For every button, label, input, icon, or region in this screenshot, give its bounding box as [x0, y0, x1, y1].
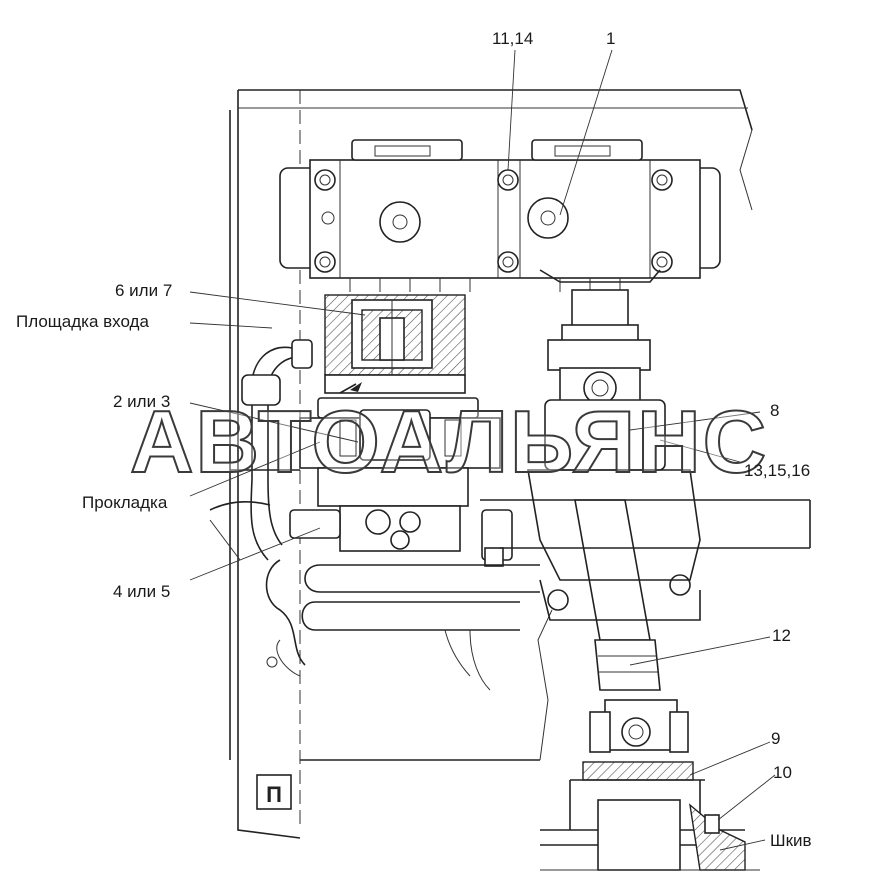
callout-2-3: 2 или 3: [113, 392, 171, 411]
drive-shaft: [527, 289, 701, 691]
callout-4-5: 4 или 5: [113, 582, 171, 601]
callout-6-7: 6 или 7: [115, 281, 173, 300]
valve-block: [289, 397, 513, 567]
lower-cardan: [540, 699, 760, 871]
leader-lines: [189, 49, 776, 851]
callout-12: 12: [772, 626, 791, 645]
callout-8: 8: [770, 401, 780, 420]
horizontal-beam: [480, 499, 811, 549]
coupling-section: [324, 294, 466, 394]
callout-10: 10: [773, 763, 792, 782]
callout-11-14: 11,14: [492, 29, 534, 48]
watermark-text: АВТОАЛЬЯНС: [129, 392, 769, 491]
stamp-letter: П: [266, 782, 282, 807]
callout-platform: Площадка входа: [16, 312, 149, 331]
stamp-box: П: [256, 774, 292, 810]
callout-pulley: Шкив: [770, 831, 812, 850]
hoses: [209, 339, 540, 691]
callout-9: 9: [771, 729, 781, 748]
callout-13-15-16: 13,15,16: [744, 461, 811, 480]
callout-gasket: Прокладка: [82, 493, 168, 512]
top-gearbox: [279, 139, 721, 292]
callout-1: 1: [606, 29, 616, 48]
